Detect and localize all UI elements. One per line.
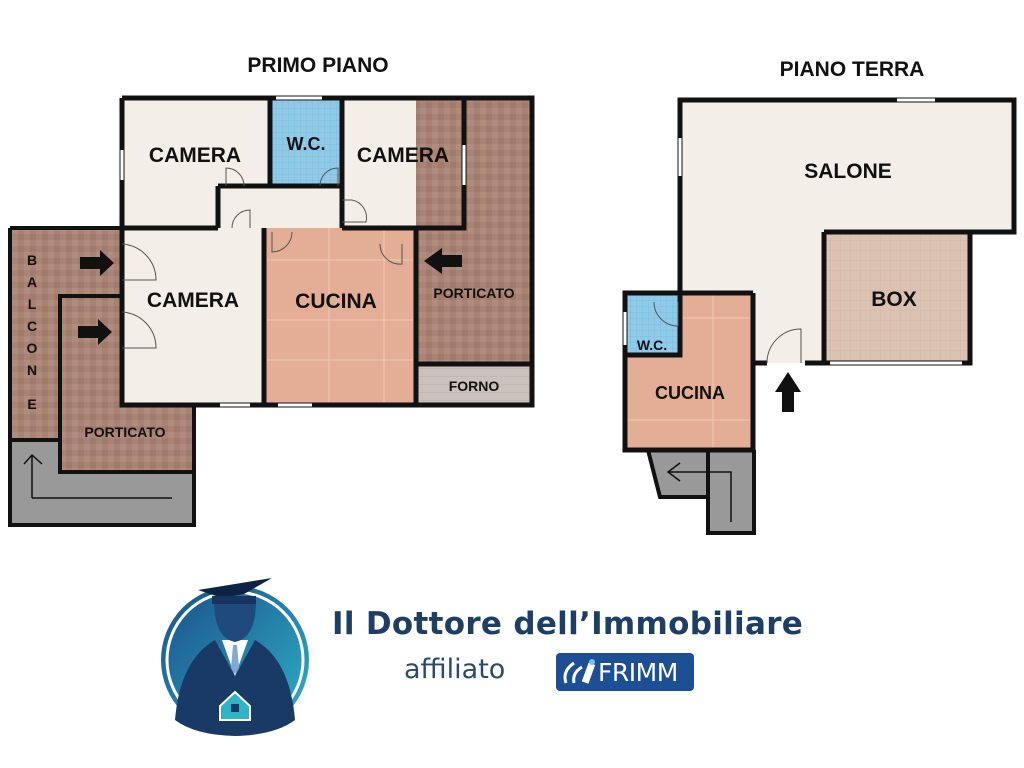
- svg-text:E: E: [27, 396, 36, 412]
- affiliation-text: affiliato: [404, 654, 506, 685]
- windows-first-floor: [120, 96, 466, 407]
- label-camera-top-left: CAMERA: [149, 144, 241, 167]
- frimm-logo: FRIMM: [556, 653, 694, 691]
- room-cucina-first-floor: [264, 228, 416, 405]
- forno-area: [416, 364, 532, 405]
- entry-arrows-first-floor: [78, 248, 462, 345]
- windows-ground-floor: [623, 98, 962, 365]
- doors-first-floor: [121, 167, 403, 349]
- first-floor-title: PRIMO PIANO: [247, 54, 388, 77]
- ground-floor-title: PIANO TERRA: [780, 58, 925, 81]
- arrow-right-icon: [80, 250, 114, 276]
- entry-arrow-up-icon: [775, 372, 801, 412]
- room-wc-ground-floor: [625, 293, 680, 355]
- svg-text:A: A: [27, 274, 37, 290]
- frimm-text: FRIMM: [598, 657, 678, 687]
- room-cucina-ground-floor: [625, 293, 753, 450]
- frimm-mark-icon: [556, 653, 598, 691]
- label-camera-top-right: CAMERA: [357, 144, 449, 167]
- room-camera-middle: [122, 228, 264, 405]
- label-wc-first-floor: W.C.: [287, 134, 326, 154]
- label-forno: FORNO: [449, 378, 500, 394]
- label-box: BOX: [871, 288, 917, 311]
- graduation-cap-icon: [198, 578, 272, 598]
- label-porticato-right: PORTICATO: [433, 285, 514, 301]
- label-porticato-left: PORTICATO: [84, 424, 165, 440]
- label-wc-ground-floor: W.C.: [637, 337, 667, 353]
- label-balcone-vertical: B A L C O N E: [27, 252, 38, 412]
- arrow-left-icon: [424, 248, 462, 274]
- label-camera-middle: CAMERA: [147, 289, 239, 312]
- agency-name: Il Dottore dell’Immobiliare: [332, 606, 804, 642]
- room-box: [824, 232, 970, 363]
- room-wc-first-floor: [270, 98, 342, 186]
- doors-ground-floor: [653, 301, 802, 364]
- svg-text:B: B: [27, 252, 37, 268]
- stairs-ground-floor: [646, 449, 756, 535]
- label-salone: SALONE: [804, 160, 892, 183]
- label-cucina-ground-floor: CUCINA: [655, 383, 725, 403]
- label-cucina-first-floor: CUCINA: [295, 290, 377, 313]
- svg-text:N: N: [27, 362, 37, 378]
- agency-logo-emblem: [161, 578, 309, 736]
- svg-text:C: C: [27, 318, 37, 334]
- arrow-right-icon: [78, 319, 112, 345]
- stairs-first-floor: [10, 440, 194, 525]
- corridor: [218, 186, 342, 228]
- porch-right: [416, 98, 532, 364]
- svg-text:L: L: [28, 296, 37, 312]
- svg-text:O: O: [27, 340, 38, 356]
- walls-ground-floor: [622, 97, 1017, 453]
